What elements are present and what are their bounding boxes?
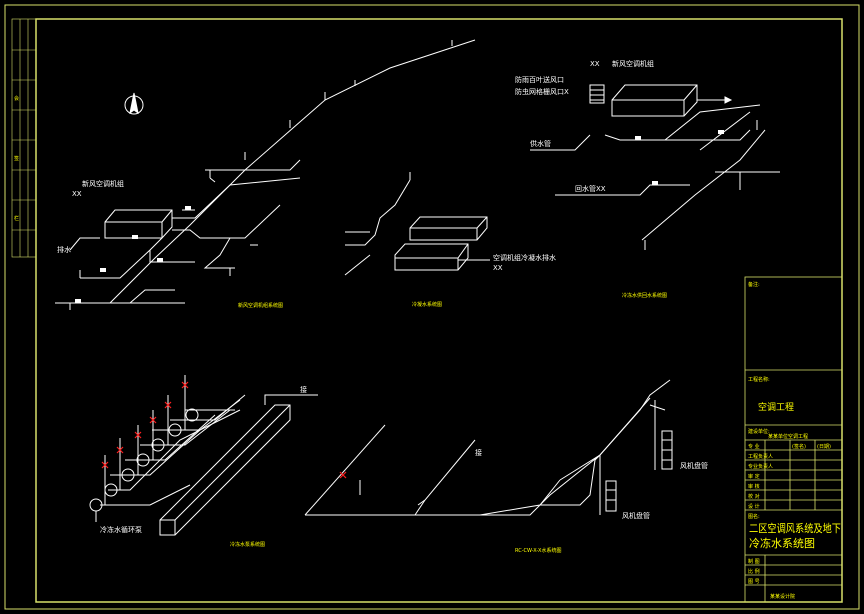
tb-drawing-label: 图名:: [748, 513, 760, 520]
tb-footer-3: 某某设计院: [770, 593, 795, 600]
north-arrow-icon: [124, 92, 144, 115]
side-strip-item-2: 签: [14, 155, 19, 162]
label-annot-2: 风机盘管: [622, 511, 650, 520]
system-2-condensate: [344, 172, 490, 276]
tb-drawing-title-2: 冷冻水系统图: [749, 536, 815, 550]
tb-row-label-2: 专业负责人: [748, 463, 773, 470]
system-1-valves: [75, 206, 191, 303]
tb-row-label-1: 工程负责人: [748, 453, 773, 460]
label-up-1: 接: [300, 385, 307, 394]
side-strip-item-3: 栏: [14, 215, 19, 222]
label-tag-1: 排水: [57, 245, 71, 254]
label-louver-sub: 防虫网格栅风口X: [515, 87, 569, 96]
tb-row-label-7: 制 图: [748, 558, 760, 565]
label-supply-pipe: 供水管: [530, 139, 551, 148]
label-xx-3: XX: [493, 264, 503, 272]
tb-project-label: 工程名称:: [748, 376, 770, 383]
tb-col-label-0: (签名): [792, 443, 806, 450]
label-up-2: 接: [475, 448, 482, 457]
caption-2: 冷凝水系统图: [412, 301, 442, 308]
caption-3: 冷冻水供回水系统图: [622, 292, 667, 299]
side-strip-item-1: 会: [14, 95, 19, 102]
tb-unit-label: 建设单位:: [748, 428, 770, 435]
tb-row-label-0: 专 业: [748, 443, 760, 450]
label-ahu-note: 空调机组冷凝水排水: [493, 253, 556, 262]
tb-row-label-3: 审 定: [748, 473, 760, 480]
system-4-red-valves: [101, 381, 189, 469]
system-1-fresh-air: [55, 39, 476, 310]
tb-row-label-6: 设 计: [748, 503, 760, 510]
system-4-chiller-pumps: [89, 375, 318, 536]
tb-footer-2: 图 号: [748, 579, 760, 585]
label-xx-1: XX: [72, 190, 82, 198]
label-fresh-air-unit-1: 新风空调机组: [82, 179, 124, 188]
label-xx-2: XX: [590, 60, 600, 68]
label-annot-1: 风机盘管: [680, 461, 708, 470]
system-5-water: [304, 379, 673, 516]
tb-footer-1: 比 例: [748, 568, 760, 575]
side-sign-strip: [11, 18, 37, 258]
title-block: [744, 276, 843, 603]
tb-col-label-1: (日期): [817, 444, 831, 450]
tb-row-label-4: 审 核: [748, 483, 760, 490]
label-louver: 防雨百叶送风口: [515, 75, 564, 84]
caption-5: RC-CW-X-X水系统图: [515, 547, 561, 554]
tb-unit-value: 某某单位空调工程: [768, 433, 808, 440]
system-3-valves: [635, 130, 724, 185]
caption-4: 冷冻水泵系统图: [230, 541, 265, 548]
system-5-red-valve: [339, 471, 347, 479]
tb-remarks-label: 备注:: [748, 281, 760, 288]
tb-project-name: 空调工程: [758, 401, 794, 413]
tb-drawing-title-1: 二区空调风系统及地下: [749, 521, 841, 535]
label-chiller-pump: 冷冻水循环泵: [100, 525, 142, 534]
label-fresh-air-unit-2: 新风空调机组: [612, 59, 654, 68]
caption-1: 新风空调机组系统图: [238, 302, 283, 309]
tb-row-label-5: 校 对: [748, 493, 760, 500]
system-3-supply-return: [530, 84, 780, 250]
label-return-pipe: 回水管XX: [575, 184, 606, 193]
